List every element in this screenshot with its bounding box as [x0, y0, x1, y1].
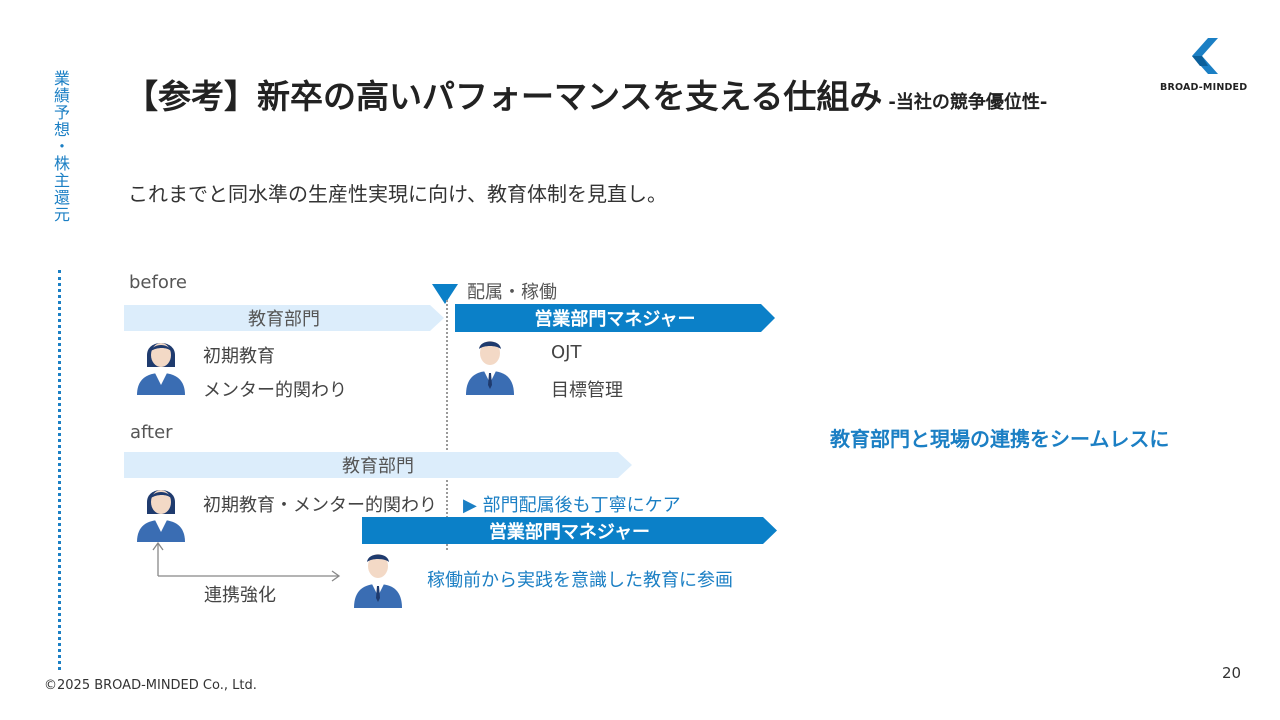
section-title-vertical: 業績予想・株主還元	[51, 70, 70, 223]
after-sales-bar: 営業部門マネジャー	[362, 517, 777, 544]
before-left-item-2: メンター的関わり	[203, 380, 347, 401]
company-logo: BROAD-MINDED	[1160, 36, 1248, 93]
after-left-item: 初期教育・メンター的関わり	[203, 495, 437, 516]
side-dotted-line	[58, 270, 61, 670]
before-right-item-2: 目標管理	[551, 380, 623, 401]
before-edu-bar: 教育部門	[124, 305, 444, 331]
woman-educator-icon-after	[137, 490, 185, 542]
after-edu-bar: 教育部門	[124, 452, 632, 478]
page-title-main: 【参考】新卒の高いパフォーマンスを支える仕組み	[125, 77, 883, 116]
key-message: 教育部門と現場の連携をシームレスに	[830, 427, 1170, 451]
man-manager-icon	[466, 341, 514, 395]
lead-text: これまでと同水準の生産性実現に向け、教育体制を見直し。	[128, 182, 667, 206]
collaboration-connector-arrow	[152, 541, 341, 582]
collaboration-label: 連携強化	[204, 585, 276, 606]
before-label: before	[129, 272, 187, 293]
page-number: 20	[1222, 664, 1242, 682]
page-subtitle: -当社の競争優位性-	[888, 92, 1048, 113]
assignment-marker-icon	[432, 284, 458, 304]
copyright-text: ©2025 BROAD-MINDED Co., Ltd.	[44, 678, 257, 693]
before-sales-bar: 営業部門マネジャー	[455, 304, 775, 332]
after-label: after	[130, 422, 173, 443]
assignment-marker-label: 配属・稼働	[467, 282, 557, 303]
woman-educator-icon	[137, 343, 185, 395]
after-care-text: ▶ 部門配属後も丁寧にケア	[463, 495, 681, 516]
assignment-divider-line	[446, 300, 448, 550]
before-right-item-1: OJT	[551, 342, 582, 363]
before-left-item-1: 初期教育	[203, 346, 275, 367]
after-right-text: 稼働前から実践を意識した教育に参画	[427, 570, 733, 591]
man-manager-icon-after	[354, 554, 402, 608]
logo-text: BROAD-MINDED	[1160, 82, 1248, 93]
page-title: 【参考】新卒の高いパフォーマンスを支える仕組み-当社の競争優位性-	[125, 70, 1047, 118]
broad-minded-logo-icon	[1192, 38, 1218, 74]
